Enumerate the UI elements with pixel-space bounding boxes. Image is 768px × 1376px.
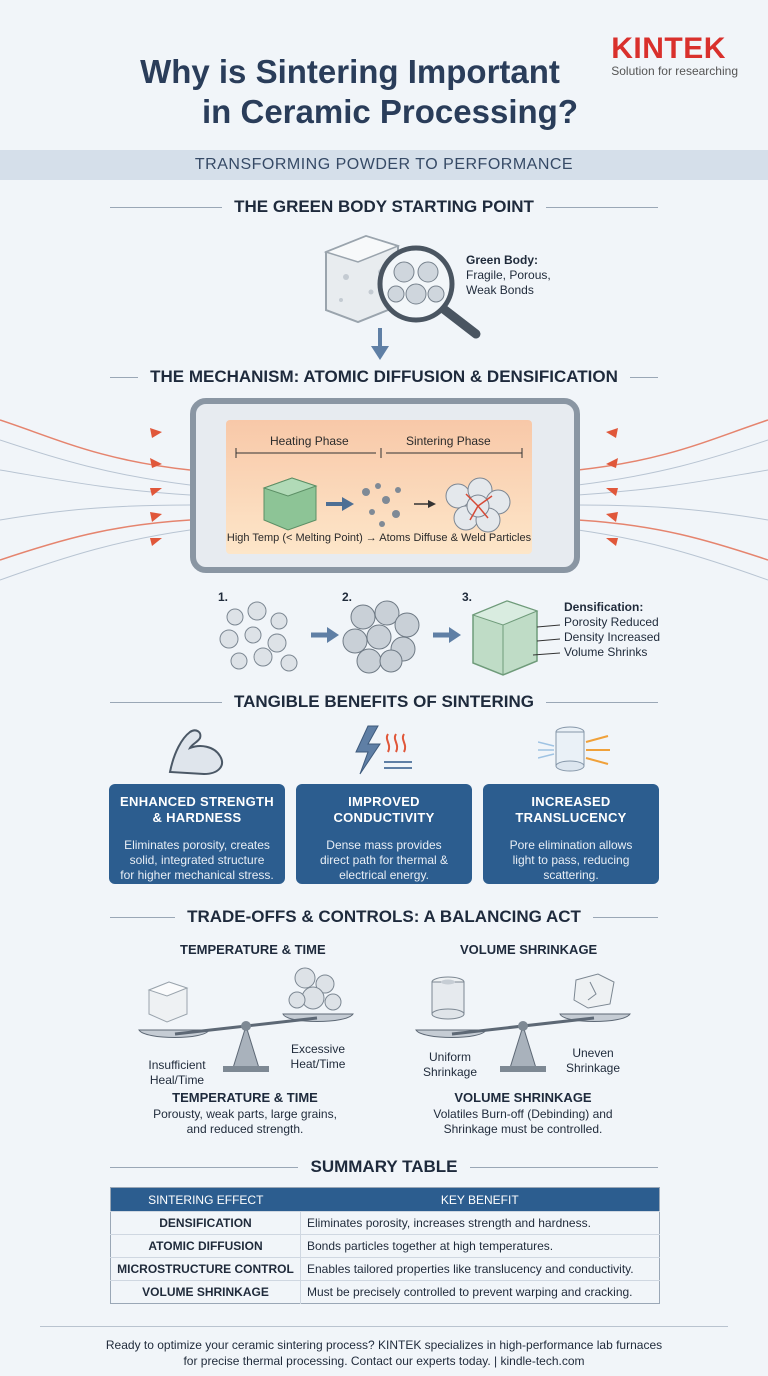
section-heading-summary: SUMMARY TABLE (0, 1157, 768, 1177)
furnace-chamber: Heating Phase Sintering Phase (226, 420, 532, 554)
down-arrow-icon (371, 328, 389, 360)
temperature-balance-scale (138, 967, 354, 1072)
shrinkage-balance-scale (415, 973, 631, 1072)
section-heading-tradeoffs: TRADE-OFFS & CONTROLS: A BALANCING ACT (0, 907, 768, 927)
column-header-benefit: KEY BENEFIT (300, 1187, 660, 1212)
column-header-effect: SINTERING EFFECT (110, 1187, 301, 1212)
step-2-label: 2. (342, 590, 353, 604)
atoms-icon (362, 483, 401, 527)
muscle-arm-icon (168, 729, 223, 776)
section-heading-green-body: THE GREEN BODY STARTING POINT (0, 197, 768, 217)
densification-label: Densification: Porosity Reduced Density … (564, 600, 661, 659)
magnifying-glass-icon (377, 245, 481, 339)
step-1-label: 1. (218, 590, 229, 604)
heat-waves-left (0, 419, 190, 581)
title-line-2: in Ceramic Processing? (202, 93, 578, 130)
brand-logo: KINTEK Solution for researching (611, 32, 738, 78)
step-3-label: 3. (462, 590, 473, 604)
arrow-icon-2 (414, 500, 436, 508)
table-row: MICROSTRUCTURE CONTROL Enables tailored … (110, 1257, 660, 1281)
packed-particles-icon (342, 600, 420, 674)
dense-cube-icon (471, 600, 539, 676)
lightning-heat-icon (355, 725, 412, 775)
loose-particles-icon (219, 601, 298, 672)
heating-phase-label: Heating Phase (270, 434, 349, 448)
heat-waves-right (578, 419, 768, 581)
green-body-illustration (323, 234, 481, 360)
section-heading-mechanism: THE MECHANISM: ATOMIC DIFFUSION & DENSIF… (0, 367, 768, 387)
subtitle-band: TRANSFORMING POWDER TO PERFORMANCE (0, 150, 768, 180)
right-tradeoff-title: VOLUME SHRINKAGE (460, 942, 598, 957)
arrow-icon (326, 497, 354, 511)
benefit-card-translucency: INCREASED TRANSLUCENCY Pore elimination … (483, 784, 659, 884)
green-cube-icon (262, 477, 318, 531)
benefit-card-strength: ENHANCED STRENGTH & HARDNESS Eliminates … (109, 784, 285, 884)
arrow-icon-4 (433, 627, 461, 643)
phase-diagram (235, 448, 523, 533)
densification-steps (219, 600, 560, 676)
footer-divider (40, 1326, 728, 1327)
section-heading-benefits: TANGIBLE BENEFITS OF SINTERING (0, 692, 768, 712)
page-title: Why is Sintering Important in Ceramic Pr… (0, 52, 700, 132)
uniform-cylinder-icon (431, 976, 465, 1020)
summary-table: SINTERING EFFECT KEY BENEFIT DENSIFICATI… (110, 1187, 660, 1304)
footer-text: Ready to optimize your ceramic sintering… (105, 1338, 663, 1368)
sintering-phase-label: Sintering Phase (406, 434, 491, 448)
table-row: ATOMIC DIFFUSION Bonds particles togethe… (110, 1234, 660, 1258)
furnace-diagram: Heating Phase Sintering Phase (190, 398, 580, 573)
table-row: DENSIFICATION Eliminates porosity, incre… (110, 1211, 660, 1235)
green-body-label: Green Body: Fragile, Porous, Weak Bonds (466, 253, 551, 297)
large-grains-icon (288, 967, 342, 1011)
table-row: VOLUME SHRINKAGE Must be precisely contr… (110, 1280, 660, 1304)
benefit-card-conductivity: IMPROVED CONDUCTIVITY Dense mass provide… (296, 784, 472, 884)
right-tradeoff-caption: VOLUME SHRINKAGE Volatiles Burn-off (Deb… (433, 1090, 613, 1136)
arrow-icon-3 (311, 627, 339, 643)
porous-cube-small-icon (147, 981, 189, 1023)
mechanism-caption: High Temp (< Melting Point) → Atoms Diff… (226, 532, 532, 544)
brand-name: KINTEK (611, 32, 726, 65)
translucent-cylinder-icon (538, 726, 610, 772)
title-line-1: Why is Sintering Important (140, 53, 560, 90)
left-tradeoff-title: TEMPERATURE & TIME (180, 942, 326, 957)
brand-tagline: Solution for researching (611, 64, 738, 78)
warped-shape-icon (573, 973, 615, 1009)
left-tradeoff-caption: TEMPERATURE & TIME Porousty, weak parts,… (153, 1090, 337, 1136)
table-header-row: SINTERING EFFECT KEY BENEFIT (110, 1187, 660, 1212)
